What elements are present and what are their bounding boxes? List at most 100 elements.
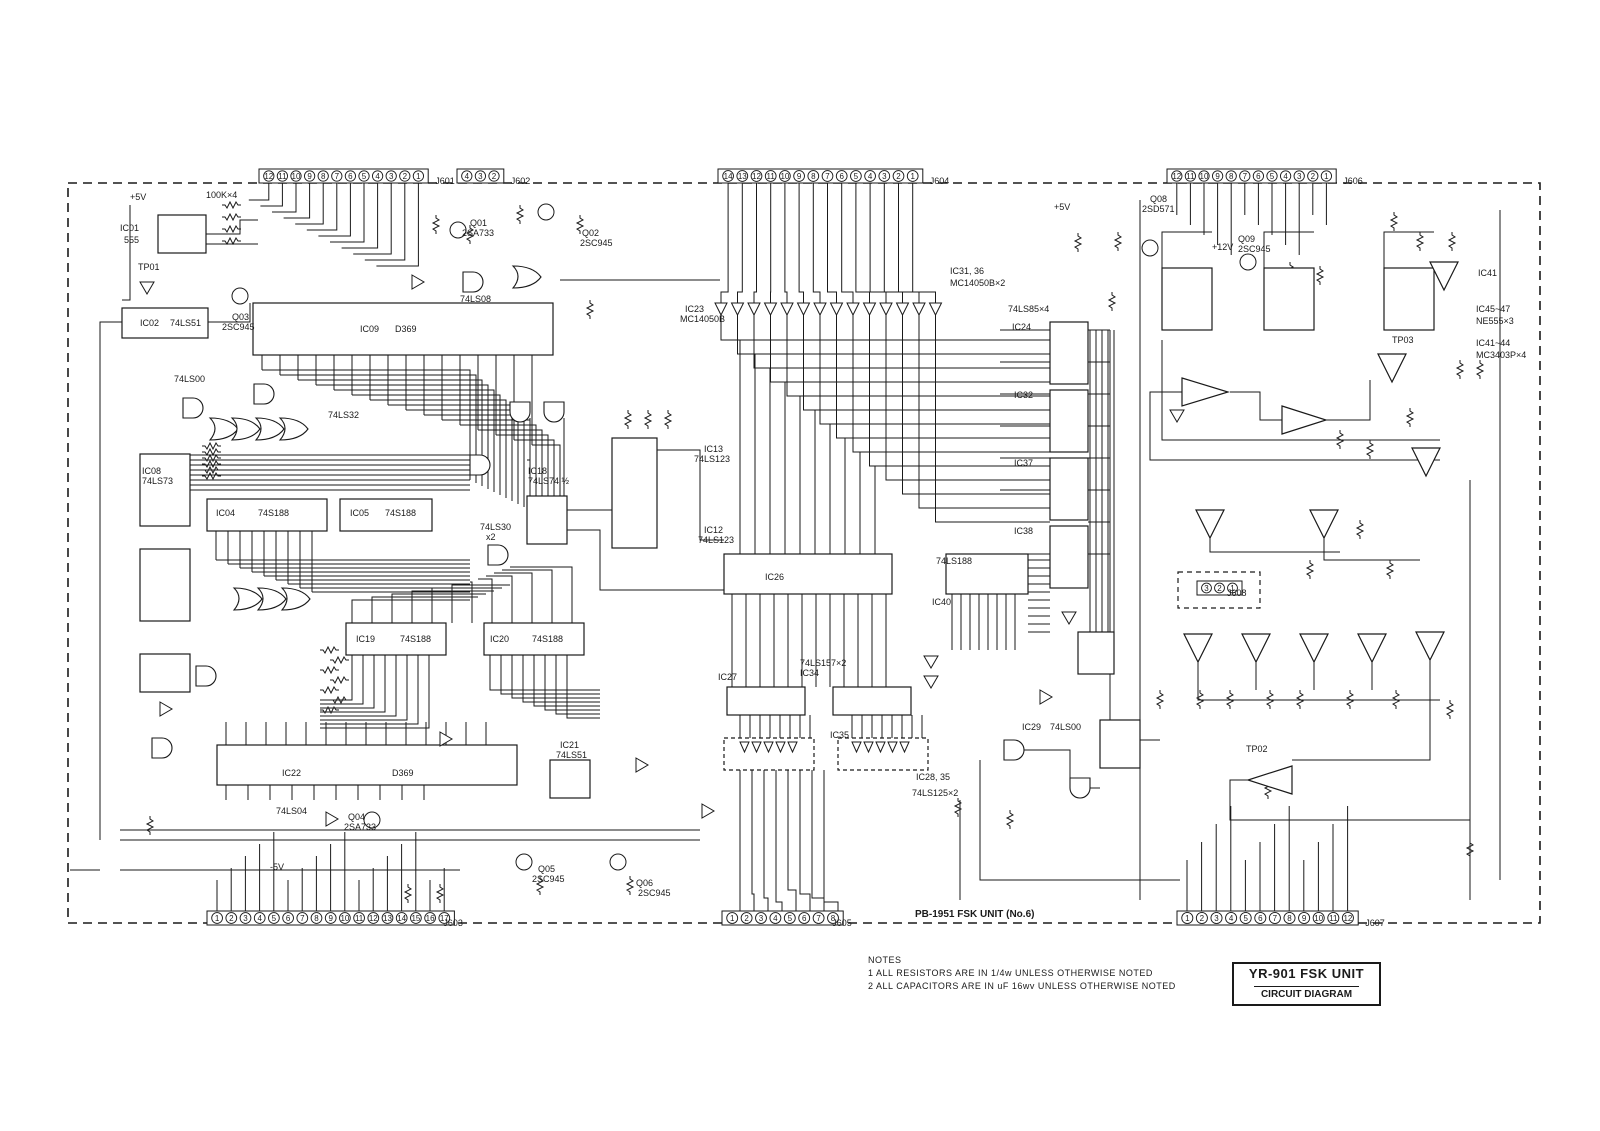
ic28-type-label: 74LS125×2: [912, 788, 958, 798]
connector-pin-label: 3: [1214, 914, 1219, 923]
ic43-opamp-a: [1195, 509, 1225, 540]
ic13-label: IC13: [704, 444, 723, 454]
ic26-box: [723, 553, 893, 595]
ic23-ref: IC23: [685, 304, 704, 314]
resistor: [1073, 233, 1083, 252]
wire: [533, 655, 600, 707]
connector-pin: [850, 170, 862, 182]
connector-pin-label: 1: [416, 172, 421, 181]
connector-pin-label: 7: [1243, 172, 1248, 181]
ic13-box: [611, 437, 658, 549]
wire: [370, 399, 507, 498]
ic22-box: [216, 744, 518, 786]
wire: [330, 183, 365, 243]
q05-ref: Q05: [538, 864, 555, 874]
connector-pin: [367, 912, 380, 924]
wire: [514, 439, 555, 522]
connector-pin: [722, 170, 734, 182]
ic25-tp-inverter: [139, 281, 155, 295]
ic03-gate-d: [278, 417, 309, 441]
ic29-part: 74LS00: [1050, 722, 1081, 732]
connector-pin: [358, 170, 370, 182]
ic22-part: D369: [392, 768, 414, 778]
connector-pin: [1201, 582, 1212, 594]
connector-pin-label: 5: [788, 914, 793, 923]
ic10-top-gate: [543, 401, 565, 423]
connector-pin: [296, 912, 309, 924]
wire: [272, 183, 297, 213]
connector-pin-label: 7: [816, 914, 821, 923]
buffer-gate: [895, 302, 910, 317]
connector-pin-label: 5: [272, 914, 277, 923]
q01-ref: Q01: [470, 218, 487, 228]
ic25-inverter-d: [923, 675, 939, 689]
wire: [841, 183, 854, 303]
resistor: [320, 665, 339, 675]
q08-ref: Q08: [1150, 194, 1167, 204]
ic32-box: [1049, 389, 1089, 453]
wire: [1149, 391, 1440, 461]
wire: [979, 760, 1180, 881]
transistors: [231, 203, 1257, 871]
connector-pin-label: 2: [492, 172, 497, 181]
connector-pin: [807, 170, 820, 182]
connector-pin-label: 8: [831, 914, 836, 923]
connector-pin: [438, 912, 451, 924]
gate-74ls30-label: 74LS30: [480, 522, 511, 532]
gate-74ls32-label: 74LS32: [328, 410, 359, 420]
connector-pin: [317, 170, 329, 182]
connector-pin-label: 2: [1217, 584, 1222, 593]
ic20-part: 74S188: [532, 634, 563, 644]
wire: [918, 315, 1050, 509]
connector-pin-label: 8: [811, 172, 816, 181]
wire: [470, 581, 473, 623]
connector-pin: [1195, 912, 1208, 924]
connector-pin: [331, 170, 343, 182]
wire: [798, 183, 804, 303]
labels: PB-1951 FSK UNIT (No.6) IC01 555 IC02 74…: [120, 190, 1526, 920]
connector-pin-label: 1: [215, 914, 220, 923]
connector-pin-label: 13: [738, 172, 747, 181]
ic11-gate: [182, 397, 204, 419]
connector-pin: [395, 912, 408, 924]
q04-ref: Q04: [348, 812, 365, 822]
ic19-ref: IC19: [356, 634, 375, 644]
wire: [306, 183, 338, 231]
ic08-ref: IC08: [142, 466, 161, 476]
ic40-part: 74LS188: [936, 556, 972, 566]
ic03-gate-a: [208, 417, 239, 441]
q02-ref: Q02: [582, 228, 599, 238]
ic31-36-label: IC31, 36: [950, 266, 984, 276]
buffer-gate: [787, 741, 798, 754]
resistor: [1455, 360, 1465, 379]
connector-pin: [1293, 170, 1305, 182]
wire: [885, 315, 1050, 481]
ic14-inverter-c: [325, 811, 339, 827]
resistor: [320, 645, 339, 655]
wire: [122, 205, 131, 301]
wire: [751, 770, 755, 911]
resistor: [1265, 690, 1275, 709]
gate-74ls00-label: 74LS00: [174, 374, 205, 384]
wire: [753, 315, 1050, 369]
resistor: [320, 705, 339, 715]
wire: [898, 183, 920, 303]
resistor: [1295, 690, 1305, 709]
wire: [351, 599, 470, 623]
wire: [852, 315, 1050, 453]
connector-pin-label: 9: [1215, 172, 1220, 181]
ic05-ref: IC05: [350, 508, 369, 518]
connector-pin: [1184, 170, 1197, 182]
ic03-gate-b: [230, 417, 261, 441]
connector-pin-label: 3: [882, 172, 887, 181]
ic20-ref: IC20: [490, 634, 509, 644]
ic32-ref: IC32: [1014, 390, 1033, 400]
buffer-row: [714, 302, 943, 754]
connector-name: J601: [435, 176, 455, 186]
ic28-box: [723, 737, 815, 771]
ic09-box: [252, 302, 554, 356]
wire: [262, 369, 471, 480]
ic35-ref: IC35: [830, 730, 849, 740]
wire: [1230, 391, 1282, 421]
